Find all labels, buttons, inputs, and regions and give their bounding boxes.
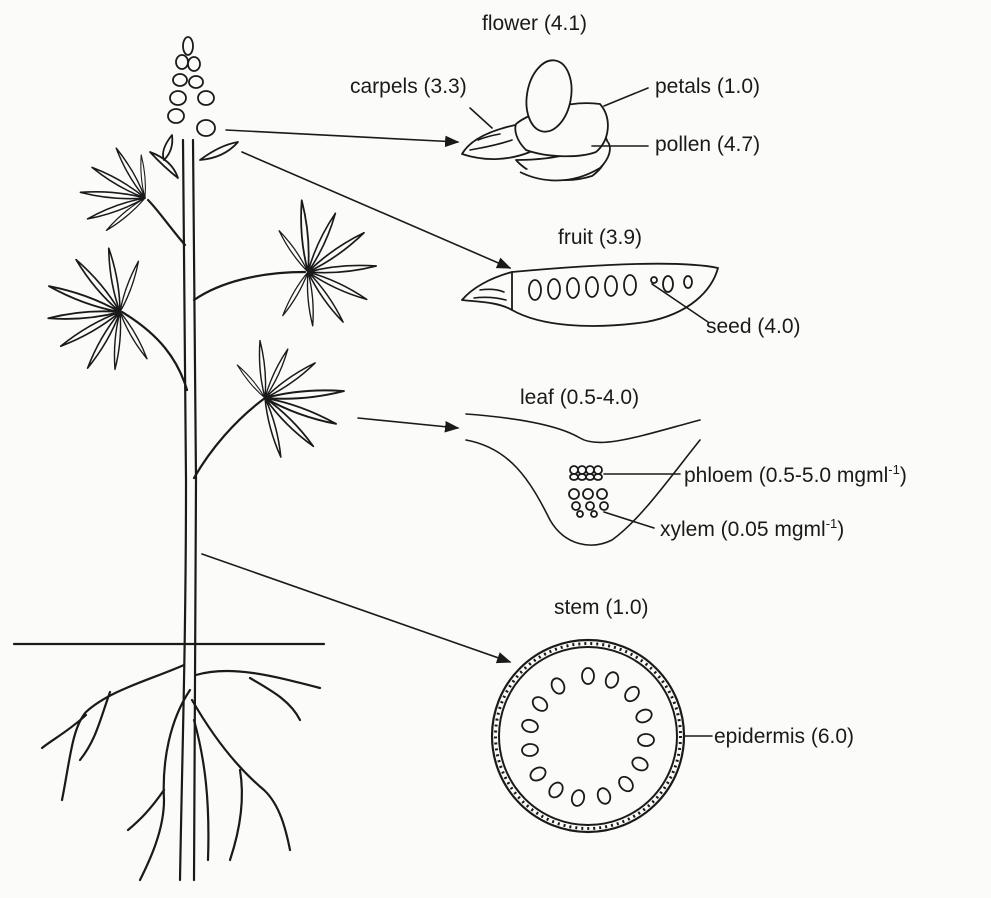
xylem-cells	[569, 489, 608, 517]
leaf-cluster-mid-left	[48, 248, 149, 370]
petals-leader	[604, 88, 648, 106]
label-phloem-sup: -1	[888, 462, 900, 477]
arrow-to-stem	[202, 554, 510, 662]
leaf-cluster-lower	[236, 340, 344, 457]
label-leaf: leaf (0.5-4.0)	[520, 386, 639, 409]
flower-detail	[462, 57, 610, 181]
label-flower: flower (4.1)	[482, 12, 587, 35]
label-phloem: phloem (0.5-5.0 mgml-1)	[684, 462, 907, 487]
label-xylem-sup: -1	[826, 516, 838, 531]
plant-stem	[180, 140, 196, 880]
leaf-cluster-right	[277, 200, 376, 326]
leaf-cluster-top-left	[80, 147, 147, 232]
label-carpels: carpels (3.3)	[350, 75, 467, 98]
phloem-cells	[570, 466, 602, 480]
label-seed: seed (4.0)	[706, 315, 801, 338]
fruit-detail	[462, 264, 718, 326]
label-phloem-end: )	[900, 464, 907, 487]
pointer-arrows	[202, 130, 510, 662]
label-phloem-text: phloem (0.5-5.0 mgml	[684, 464, 888, 487]
carpels-leader	[470, 108, 492, 128]
arrow-to-leaf	[358, 418, 458, 428]
label-pollen: pollen (4.7)	[655, 133, 760, 156]
label-xylem-end: )	[837, 518, 844, 541]
arrow-to-flower	[226, 130, 458, 142]
stem-section	[492, 640, 712, 832]
label-petals: petals (1.0)	[655, 75, 760, 98]
arrow-to-fruit	[242, 152, 510, 268]
label-stem: stem (1.0)	[554, 596, 649, 619]
label-fruit: fruit (3.9)	[558, 226, 642, 249]
label-xylem: xylem (0.05 mgml-1)	[660, 516, 844, 541]
label-epidermis: epidermis (6.0)	[714, 725, 854, 748]
label-xylem-text: xylem (0.05 mgml	[660, 518, 826, 541]
